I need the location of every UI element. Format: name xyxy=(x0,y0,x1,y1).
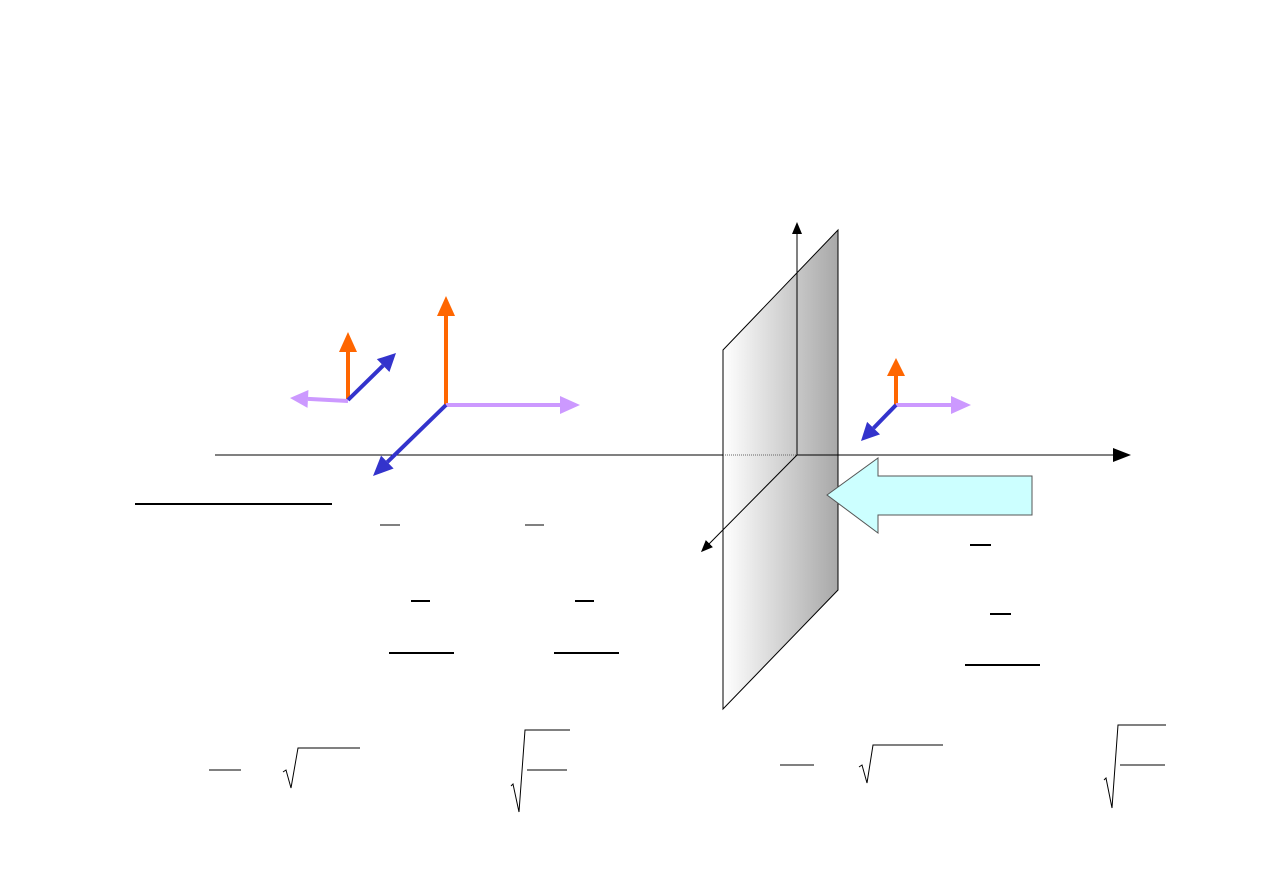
depth-vector-2-shaft xyxy=(385,403,448,464)
sqrt-sign xyxy=(858,744,943,784)
depth-vector-2-arrowhead xyxy=(373,455,394,476)
horizontal-vector-3-arrowhead xyxy=(951,396,971,414)
horizontal-vector-2-arrowhead xyxy=(560,396,580,414)
depth-vector-1-shaft xyxy=(346,364,385,402)
horizontal-vector-1-arrowhead xyxy=(290,389,309,408)
vertical-vector-1-arrowhead xyxy=(339,332,357,352)
sqrt-sign xyxy=(282,747,360,789)
sqrt-sign xyxy=(1103,724,1166,809)
equation-lines xyxy=(135,503,1166,813)
sqrt-sign xyxy=(510,729,570,813)
horizontal-vector-1-shaft xyxy=(307,396,349,403)
interface-plane xyxy=(722,228,839,711)
depth-vector-1-arrowhead xyxy=(376,353,396,373)
vertical-vector-2-arrowhead xyxy=(437,296,455,316)
vertical-vector-3-arrowhead xyxy=(887,358,905,376)
depth-vector-3-shaft xyxy=(872,403,898,430)
incident-wave-arrow xyxy=(826,457,1033,534)
field-vectors xyxy=(290,296,971,476)
z-axis xyxy=(700,454,798,553)
depth-vector-3-arrowhead xyxy=(861,421,881,441)
